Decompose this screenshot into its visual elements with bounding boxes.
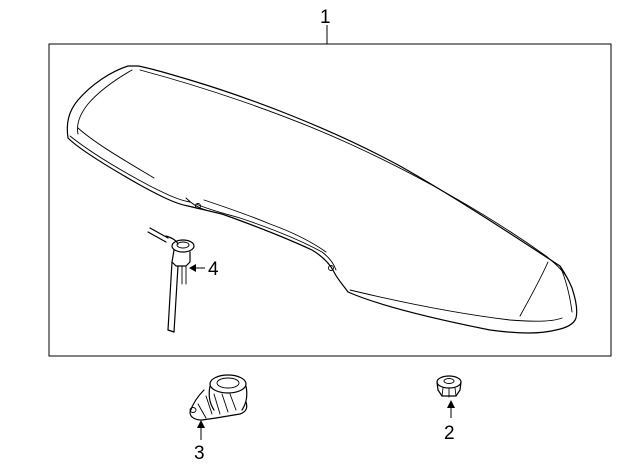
assembly-box (48, 43, 612, 357)
callout-3-label: 3 (194, 443, 205, 464)
callout-1-label: 1 (320, 7, 331, 28)
callout-2-arrowhead (447, 400, 455, 408)
push-clip-icon (189, 374, 248, 421)
washer-nozzle-icon (147, 227, 195, 333)
callout-2-label: 2 (444, 423, 455, 444)
callout-4-label: 4 (208, 259, 219, 280)
rear-spoiler-icon (66, 65, 578, 334)
nut-icon (436, 375, 462, 398)
callout-3-arrowhead (197, 420, 205, 428)
callout-4-arrowhead (189, 264, 196, 272)
